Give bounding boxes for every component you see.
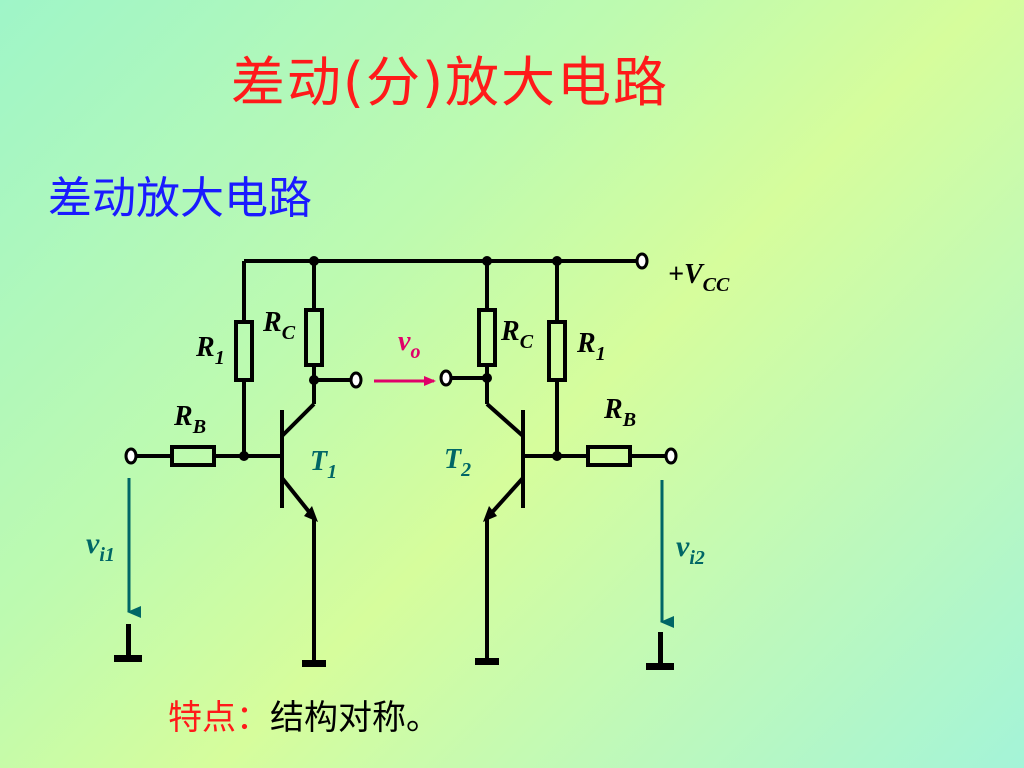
resistor-r1-right: [547, 320, 567, 382]
resistors: [170, 308, 632, 467]
slide-subtitle: 差动放大电路: [48, 173, 312, 224]
wires: [137, 259, 665, 660]
vcc-terminal: [635, 252, 649, 270]
emitter-arrows: [304, 506, 497, 522]
terminals: [124, 252, 678, 465]
vcc-label: +VCC: [668, 259, 730, 296]
slide-title: 差动(分)放大电路: [230, 51, 670, 114]
r1-left-label: R1: [195, 332, 225, 369]
t2-label: T2: [444, 444, 471, 481]
output-terminal-right: [439, 369, 453, 387]
ground-symbols: [114, 624, 674, 670]
rc-right-label: RC: [500, 316, 534, 353]
output-terminal-left: [349, 371, 363, 389]
junction-dots: [239, 256, 562, 461]
rb-right-label: RB: [603, 394, 636, 431]
input-terminal-right: [664, 447, 678, 465]
resistor-rb-left: [170, 445, 216, 467]
resistor-rb-right: [586, 445, 632, 467]
r1-right-label: R1: [576, 328, 606, 365]
vo-label: vo: [398, 326, 420, 363]
resistor-r1-left: [234, 320, 254, 382]
feature-label: 特点：: [168, 698, 270, 738]
input-terminal-left: [124, 447, 138, 465]
vi1-label: vi1: [86, 527, 115, 566]
rc-left-label: RC: [262, 307, 296, 344]
t1-label: T1: [310, 446, 337, 483]
feature-text: 结构对称。: [270, 698, 440, 738]
rb-left-label: RB: [173, 401, 206, 438]
resistor-rc-left: [304, 308, 324, 367]
vi2-label: vi2: [676, 530, 705, 569]
footer-note: 特点：结构对称。: [168, 690, 440, 739]
resistor-rc-right: [477, 308, 497, 367]
